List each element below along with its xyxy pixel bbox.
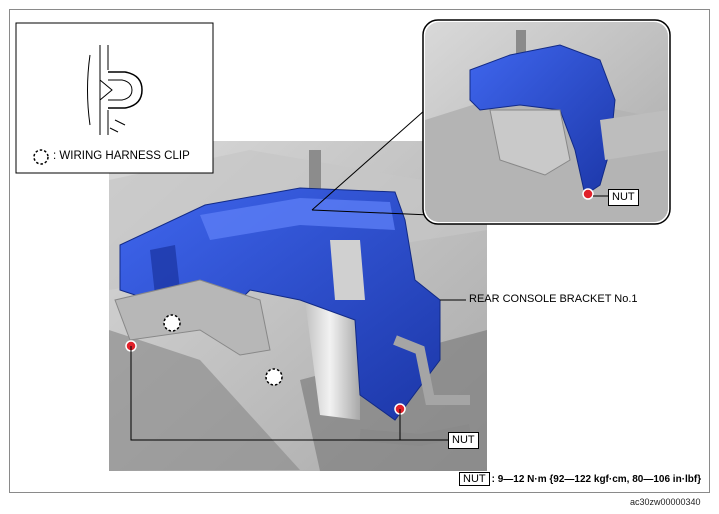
- bracket-callout: REAR CONSOLE BRACKET No.1: [469, 293, 638, 305]
- harness-clip-1: [163, 314, 181, 332]
- nut-inset: [582, 188, 594, 200]
- torque-nut-label: NUT: [459, 472, 490, 486]
- legend-box: [15, 22, 214, 174]
- harness-clip-2: [265, 368, 283, 386]
- nut-callout-inset: NUT: [608, 189, 639, 206]
- torque-spec: NUT: 9—12 N·m {92—122 kgf·cm, 80—106 in·…: [459, 472, 701, 487]
- detail-inset: [422, 19, 671, 225]
- nut-callout-main: NUT: [448, 432, 479, 449]
- leader-lines: [130, 109, 466, 441]
- figure-code: ac30zw00000340: [630, 497, 701, 507]
- torque-value: : 9—12 N·m {92—122 kgf·cm, 80—106 in·lbf…: [491, 474, 702, 485]
- dashed-circle-icon: [33, 149, 49, 165]
- legend-label: : WIRING HARNESS CLIP: [53, 150, 190, 162]
- clip-drawing: [108, 71, 143, 109]
